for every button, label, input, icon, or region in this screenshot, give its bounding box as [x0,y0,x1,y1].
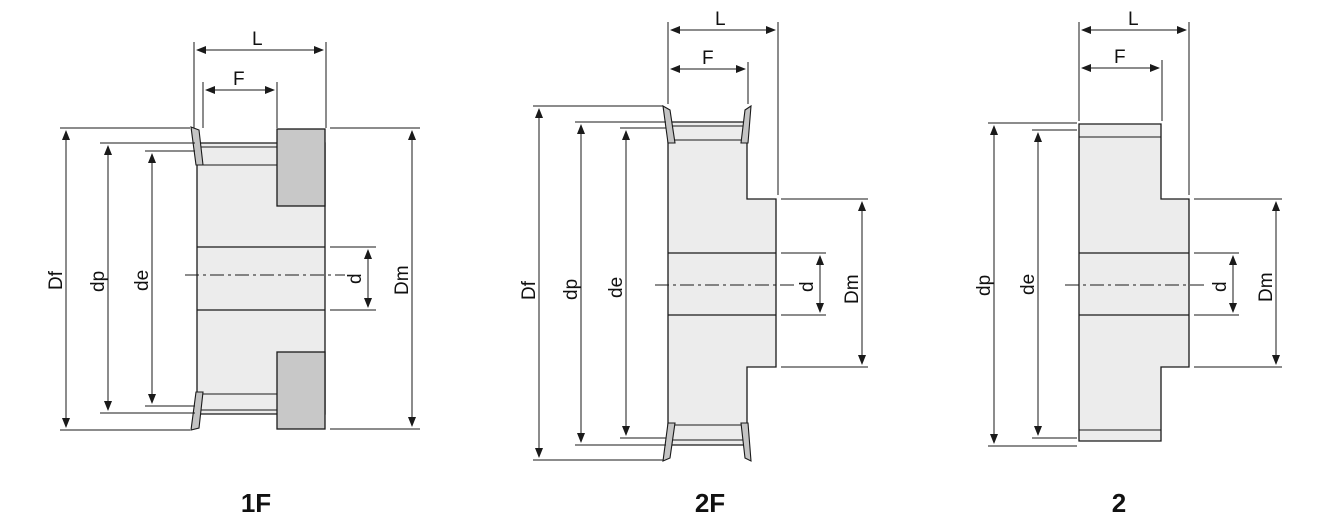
pulley-1f: L F Df dp de d Dm 1F [46,29,420,518]
label-2-dp: dp [974,275,995,296]
pulley-2: L F dp de d Dm 2 [974,9,1282,518]
label-2-d: d [1210,281,1231,292]
label-2-Dm: Dm [1256,272,1277,302]
pulley-2f-flange-top-right [740,104,752,144]
label-2f-F: F [702,48,714,69]
label-1f-Dm: Dm [392,265,413,295]
label-1f-dp: dp [88,271,109,292]
pulley-1f-flange-bottom [190,391,204,431]
label-2f-d: d [797,281,818,292]
label-1f-Df: Df [46,270,67,290]
label-1f-F: F [233,69,245,90]
label-2f-Df: Df [519,280,540,300]
label-2f-L: L [715,9,726,30]
label-1f-L: L [252,29,263,50]
label-2-de: de [1018,274,1039,295]
label-2f-dp: dp [561,279,582,300]
pulley-2f-body [667,121,777,446]
caption-2f: 2F [695,488,725,518]
pulley-2f-flange-bottom-right [740,422,752,462]
label-2-F: F [1114,47,1126,68]
label-2-L: L [1128,9,1139,30]
pulley-2f: L F Df dp de d Dm 2F [519,9,868,518]
caption-1f: 1F [241,488,271,518]
caption-2: 2 [1112,488,1126,518]
pulley-2-body [1078,123,1190,442]
label-1f-de: de [132,270,153,291]
label-2f-Dm: Dm [842,274,863,304]
pulley-1f-hub-top [276,128,326,207]
pulley-1f-hub-bottom [276,351,326,430]
pulley-2f-flange-top-left [662,104,676,144]
label-2f-de: de [606,277,627,298]
pulley-1f-flange-top [190,126,204,166]
pulley-2f-flange-bottom-left [662,422,676,462]
label-1f-d: d [345,273,366,284]
